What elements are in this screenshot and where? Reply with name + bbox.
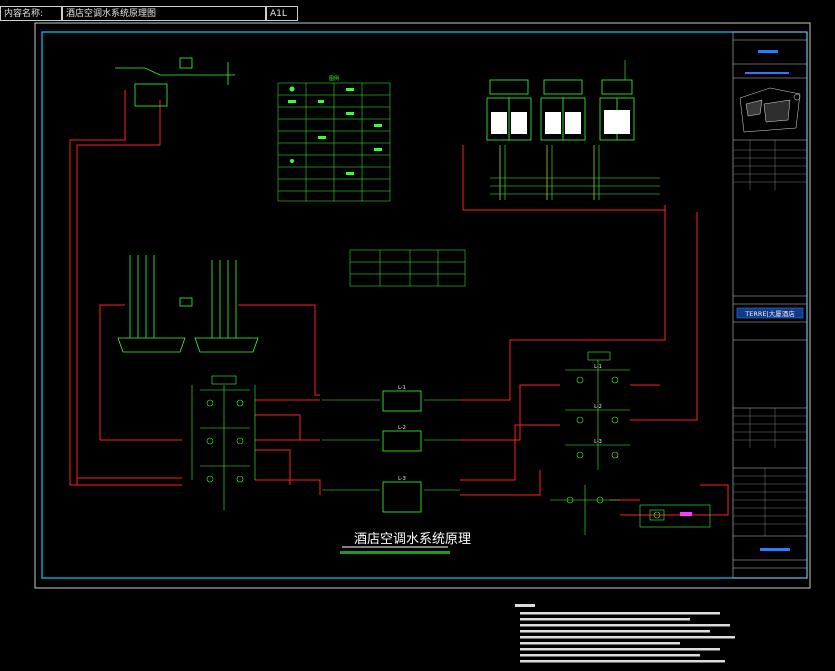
header-sheet-code: A1L [266,6,298,21]
drawing-title-note [340,551,450,554]
legend-table-title: 图例 [329,75,339,82]
header-label: 内容名称: [0,6,62,21]
pump-bank-lower [550,485,711,535]
chiller-units [382,390,422,513]
chiller-2-label: L-2 [398,425,406,431]
expansion-tank [115,57,235,107]
pump-3-label: L-3 [594,439,602,445]
title-block-blue-labels [745,50,790,551]
title-block-project-bar [736,307,804,319]
drawing-border [41,31,808,579]
outer-sheet-frame [34,22,811,589]
chiller-3-label: L-3 [398,476,406,482]
site-plan-thumbnail [739,87,801,133]
general-notes-block [515,604,735,663]
legend-table [277,82,391,202]
cooling-tower-risers [490,60,660,200]
cooling-tower-group [486,79,635,141]
chilled-water-pipes [69,90,729,516]
heat-exchanger-marker [680,512,692,516]
sheet-header: 内容名称: 酒店空调水系统原理图 A1L [0,6,298,22]
drawing-title: 酒店空调水系统原理 [354,532,471,547]
title-block [732,31,808,579]
pump-bank-left [191,375,256,510]
legend-symbols [288,86,382,175]
title-block-rows [733,140,807,536]
pump-2-label: L-2 [594,404,602,410]
pump-1-label: L-1 [594,364,602,370]
water-headers [117,255,259,353]
chiller-valve-trains [322,399,460,491]
chiller-1-label: L-1 [398,385,406,391]
pump-bank-right [565,351,630,470]
header-sheet-name: 酒店空调水系统原理图 [62,6,266,21]
cooling-tower-fill [491,110,630,134]
pipe-size-table [349,249,466,287]
title-block-project-name: TERRE|大厦酒店 [744,309,795,318]
